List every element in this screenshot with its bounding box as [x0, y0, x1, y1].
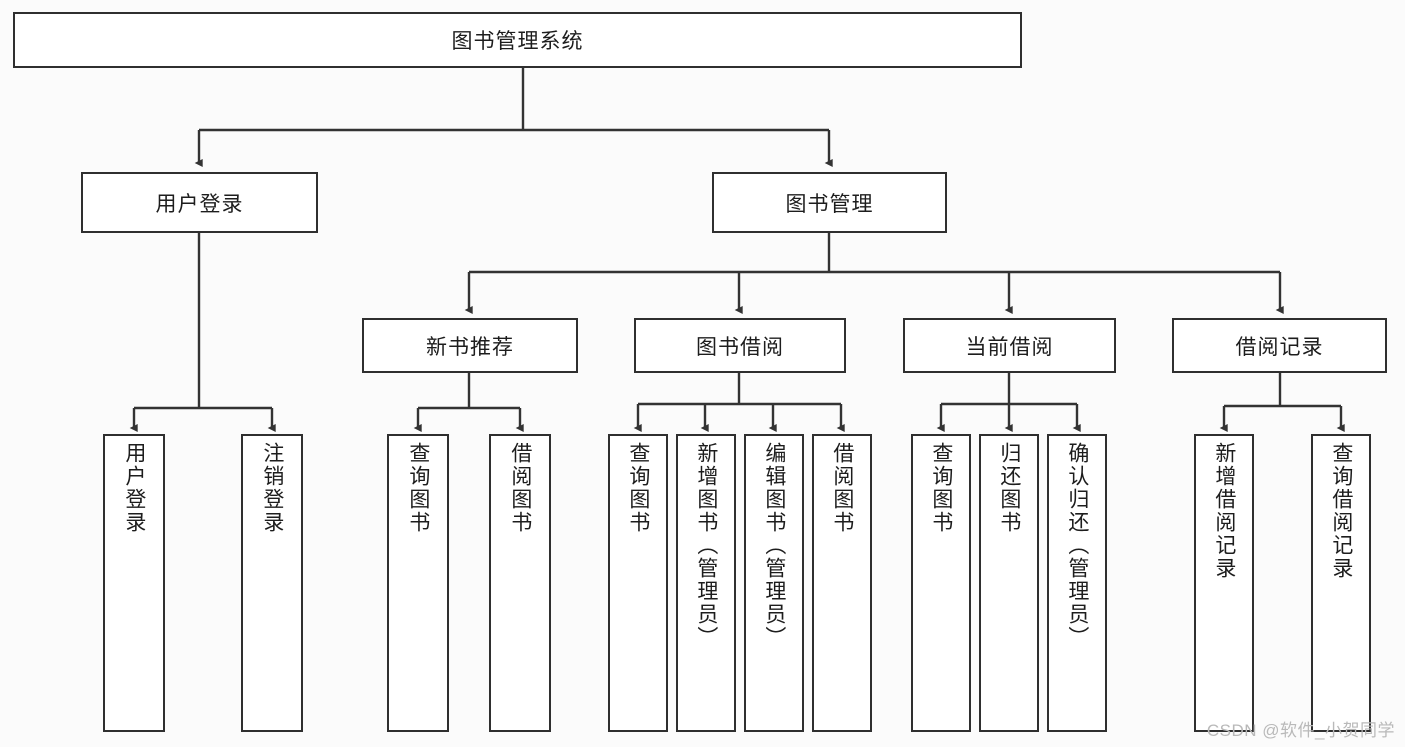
node-new-book-recommend[interactable]: 新书推荐	[362, 318, 578, 373]
node-book-borrow-label: 图书借阅	[696, 335, 784, 359]
node-book-management[interactable]: 图书管理	[712, 172, 947, 233]
leaf-user-login-label: 用户登录	[122, 442, 146, 534]
leaf-borrow-edit-book[interactable]: 编辑图书（管理员）	[744, 434, 804, 732]
leaf-record-add-record[interactable]: 新增借阅记录	[1194, 434, 1254, 732]
leaf-borrow-query-book[interactable]: 查询图书	[608, 434, 668, 732]
node-book-management-label: 图书管理	[785, 192, 874, 216]
leaf-current-confirm-return[interactable]: 确认归还（管理员）	[1047, 434, 1107, 732]
leaf-recommend-borrow-book[interactable]: 借阅图书	[489, 434, 551, 732]
leaf-current-confirm-return-label: 确认归还（管理员）	[1065, 442, 1089, 649]
leaf-user-logout[interactable]: 注销登录	[241, 434, 303, 732]
node-borrow-record-label: 借阅记录	[1235, 335, 1324, 359]
leaf-record-add-record-label: 新增借阅记录	[1212, 442, 1236, 580]
node-root[interactable]: 图书管理系统	[13, 12, 1022, 68]
leaf-current-return-book-label: 归还图书	[997, 442, 1021, 534]
leaf-current-query-book[interactable]: 查询图书	[911, 434, 971, 732]
leaf-recommend-query-book-label: 查询图书	[406, 442, 430, 534]
leaf-recommend-borrow-book-label: 借阅图书	[508, 442, 532, 534]
leaf-recommend-query-book[interactable]: 查询图书	[387, 434, 449, 732]
node-user-login-label: 用户登录	[155, 192, 244, 216]
leaf-user-logout-label: 注销登录	[260, 442, 284, 534]
leaf-borrow-borrow-book-label: 借阅图书	[830, 442, 854, 534]
node-new-book-recommend-label: 新书推荐	[426, 335, 514, 359]
watermark: CSDN @软件_小贺同学	[1206, 721, 1395, 740]
node-current-borrow-label: 当前借阅	[965, 335, 1054, 359]
leaf-borrow-add-book-label: 新增图书（管理员）	[694, 442, 718, 649]
node-root-label: 图书管理系统	[451, 30, 584, 53]
node-current-borrow[interactable]: 当前借阅	[903, 318, 1116, 373]
leaf-user-login[interactable]: 用户登录	[103, 434, 165, 732]
leaf-borrow-edit-book-label: 编辑图书（管理员）	[762, 442, 786, 649]
leaf-current-return-book[interactable]: 归还图书	[979, 434, 1039, 732]
leaf-borrow-borrow-book[interactable]: 借阅图书	[812, 434, 872, 732]
leaf-borrow-add-book[interactable]: 新增图书（管理员）	[676, 434, 736, 732]
node-book-borrow[interactable]: 图书借阅	[634, 318, 846, 373]
leaf-record-query-record-label: 查询借阅记录	[1329, 442, 1353, 580]
node-borrow-record[interactable]: 借阅记录	[1172, 318, 1387, 373]
leaf-borrow-query-book-label: 查询图书	[626, 442, 650, 534]
leaf-record-query-record[interactable]: 查询借阅记录	[1311, 434, 1371, 732]
leaf-current-query-book-label: 查询图书	[929, 442, 953, 534]
node-user-login[interactable]: 用户登录	[81, 172, 318, 233]
